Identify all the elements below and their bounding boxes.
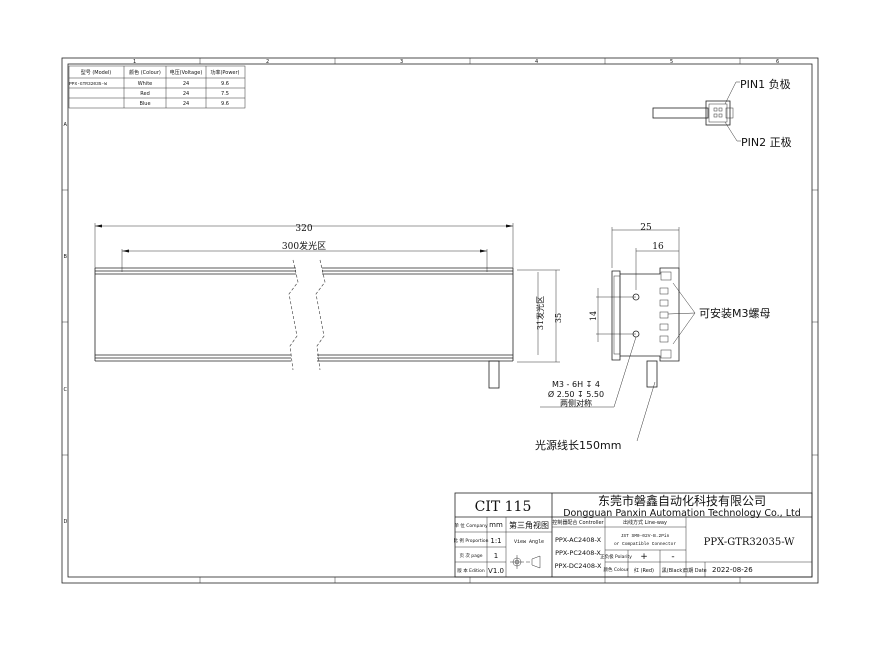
header-power: 功率(Power)	[210, 69, 239, 76]
scale-label: 比 例 Proportion	[453, 537, 488, 544]
cell-model: PPX-GTR32035-W	[69, 81, 107, 87]
polarity-label: 正负极 Polarity	[600, 553, 632, 560]
third-angle-projection-icon	[510, 555, 541, 569]
cell-colour: White	[138, 81, 153, 87]
date-value: 2022-08-26	[712, 566, 753, 574]
zone-row-a: A	[64, 122, 68, 128]
pin1-label: PIN1 负极	[740, 77, 791, 91]
connector-view: PIN1 负极 PIN2 正极	[652, 77, 792, 149]
pin2-label: PIN2 正极	[741, 135, 792, 149]
edition-label: 版 本 Edition	[457, 567, 485, 574]
cell-voltage: 24	[183, 81, 189, 87]
zone-col-4: 4	[535, 59, 538, 65]
hole-note-thread: M3 - 6H ↧ 4	[552, 380, 600, 389]
lineway-compatible: or Compatible Connector	[614, 541, 676, 547]
lineway-connector: JST SM0-02V-B.2Pin	[621, 533, 670, 539]
header-model: 型号 (Model)	[81, 69, 112, 76]
controller-dc: PPX-DC2408-X	[555, 562, 602, 570]
date-label: 日期 Date	[683, 568, 707, 574]
cell-power: 7.5	[221, 91, 229, 97]
controller-ac: PPX-AC2408-X	[555, 536, 602, 544]
hole-note-drill: Ø 2.50 ↧ 5.50	[548, 389, 604, 399]
zone-row-b: B	[64, 254, 68, 260]
cell-voltage: 24	[183, 91, 189, 97]
spec-table: 型号 (Model) 颜色 (Colour) 电压(Voltage) 功率(Po…	[68, 65, 246, 109]
nut-note: 可安装M3螺母	[699, 306, 771, 320]
scale-value: 1:1	[490, 537, 501, 545]
zone-col-6: 6	[776, 59, 779, 65]
dim-height: 35	[554, 313, 563, 323]
controller-label: 控制器配合 Controller	[552, 519, 604, 526]
cable-note: 光源线长150mm	[535, 438, 621, 452]
model-number: PPX-GTR32035-W	[704, 537, 795, 548]
dim-emitting-height: 31发光区	[535, 296, 545, 330]
zone-col-3: 3	[400, 59, 403, 65]
page-label: 页 次 page	[459, 552, 482, 559]
company-name-en: Dongguan Panxin Automation Technology Co…	[563, 508, 801, 519]
projection-label: 第三角视图	[509, 520, 549, 530]
zone-row-d: D	[64, 519, 68, 525]
controller-pc: PPX-PC2408-X	[555, 549, 601, 557]
dim-overall-length: 320	[295, 224, 312, 234]
colour-black: 黑(Black)	[662, 568, 684, 574]
dim-offset: 16	[652, 242, 664, 252]
zone-col-2: 2	[266, 59, 269, 65]
zone-labels: 1 2 3 4 5 6 A B C D	[64, 59, 780, 525]
hole-note-symmetric: 两侧对称	[560, 398, 592, 408]
edition-value: V1.0	[488, 567, 504, 575]
dim-width: 25	[640, 223, 652, 233]
colour-red: 红 (Red)	[634, 567, 654, 574]
zone-col-1: 1	[133, 59, 136, 65]
cell-power: 9.6	[221, 81, 229, 87]
cell-colour: Blue	[139, 101, 150, 107]
lineway-label: 出线方式 Line-way	[623, 519, 667, 526]
cell-power: 9.6	[221, 101, 229, 107]
unit-value: mm	[489, 521, 503, 529]
colour-label: 颜色 Colour	[603, 566, 628, 573]
polarity-plus: +	[640, 552, 648, 562]
zone-col-5: 5	[670, 59, 673, 65]
title-block: CIT 115 东莞市磐鑫自动化科技有限公司 Dongguan Panxin A…	[453, 492, 813, 578]
view-angle-label: View Angle	[514, 539, 544, 545]
cell-colour: Red	[140, 91, 150, 97]
dim-emitting-length: 300发光区	[282, 240, 326, 252]
outer-frame	[61, 57, 819, 584]
cell-voltage: 24	[183, 101, 189, 107]
drawing-number: CIT 115	[475, 499, 532, 515]
unit-label: 单 位 Company	[454, 522, 488, 529]
side-view: 35 31发光区 25 16 14 可安装M3螺母 光源线长150mm M3 -…	[517, 223, 771, 452]
polarity-minus: -	[671, 552, 674, 562]
inner-frame	[67, 63, 813, 578]
header-voltage: 电压(Voltage)	[170, 69, 203, 76]
header-colour: 颜色 (Colour)	[129, 69, 161, 76]
dim-hole-spacing: 14	[589, 311, 598, 321]
front-view: 320 300发光区	[94, 223, 514, 389]
page-value: 1	[494, 552, 498, 560]
zone-row-c: C	[64, 387, 68, 393]
zone-ticks	[62, 58, 818, 583]
company-name-cn: 东莞市磐鑫自动化科技有限公司	[598, 493, 766, 508]
